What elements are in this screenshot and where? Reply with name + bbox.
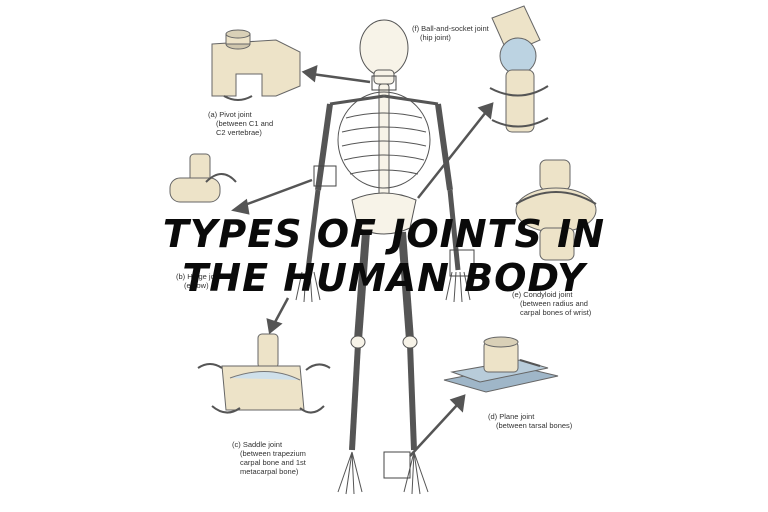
condyloid-joint-illustration — [515, 159, 597, 261]
joint-desc: carpal bone and 1st — [240, 458, 306, 467]
spine — [378, 83, 390, 205]
title-line-1: TYPES OF JOINTS IN — [162, 212, 606, 256]
joint-desc: (between tarsal bones) — [496, 421, 573, 430]
ball-socket-joint-label: (f) Ball-and-socket joint (hip joint) — [412, 24, 489, 42]
title-line-2: THE HUMAN BODY — [182, 256, 586, 300]
joint-desc: (between radius and — [520, 299, 588, 308]
joint-desc: (between C1 and — [216, 119, 274, 128]
jaw — [373, 69, 395, 85]
ribcage — [337, 91, 431, 189]
ball-socket-joint-illustration — [489, 5, 549, 133]
joint-desc: (between trapezium — [240, 449, 306, 458]
condyloid-joint-label: (e) Condyloid joint (between radius and … — [512, 290, 591, 317]
joint-desc: (hip joint) — [420, 33, 451, 42]
plane-joint-illustration — [443, 336, 559, 393]
right-femur — [398, 231, 414, 341]
skull — [359, 19, 409, 77]
saddle-joint-label: (c) Saddle joint (between trapezium carp… — [232, 440, 306, 476]
hinge-joint-label: (b) Hinge joint (elbow) — [176, 272, 223, 290]
joint-name: (d) Plane joint — [488, 412, 535, 421]
joint-name: (a) Pivot joint — [208, 110, 252, 119]
left-upper-arm — [315, 103, 333, 191]
pivot-joint-label: (a) Pivot joint (between C1 and C2 verte… — [208, 110, 273, 137]
hinge-joint-illustration — [169, 153, 237, 203]
overlay-title: TYPES OF JOINTS IN THE HUMAN BODY — [0, 212, 768, 300]
pivot-joint-illustration — [211, 29, 301, 101]
pelvis — [351, 192, 417, 235]
saddle-joint-illustration — [197, 333, 331, 414]
joint-name: (f) Ball-and-socket joint — [412, 24, 489, 33]
right-upper-arm — [435, 103, 453, 191]
plane-joint-label: (d) Plane joint (between tarsal bones) — [488, 412, 572, 430]
joint-name: (c) Saddle joint — [232, 440, 283, 449]
joint-desc: carpal bones of wrist) — [520, 308, 592, 317]
joint-desc: metacarpal bone) — [240, 467, 299, 476]
joint-desc: C2 vertebrae) — [216, 128, 262, 137]
left-femur — [354, 231, 370, 341]
joint-name: (b) Hinge joint — [176, 272, 223, 281]
joint-name: (e) Condyloid joint — [512, 290, 573, 299]
joint-desc: (elbow) — [184, 281, 209, 290]
